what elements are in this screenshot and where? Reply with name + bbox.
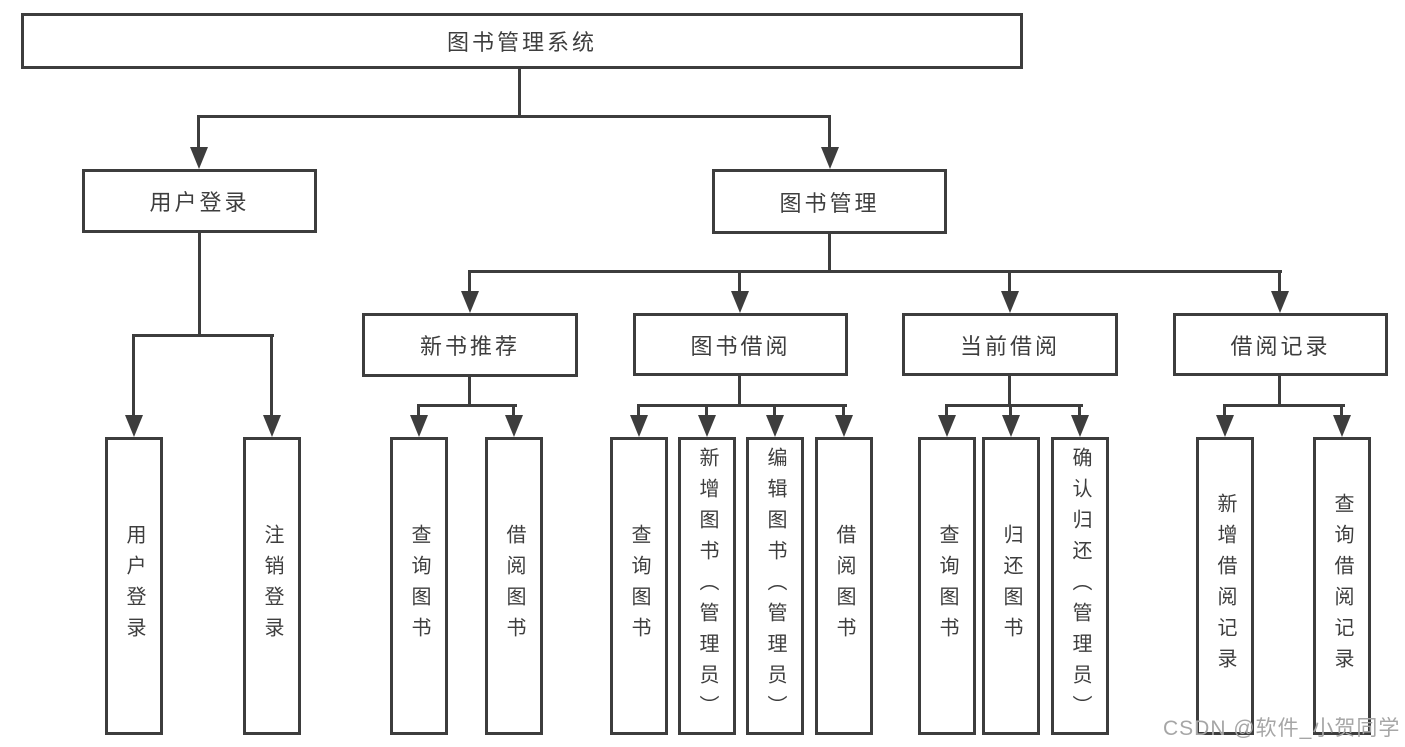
arrowhead-current-borrow bbox=[1001, 291, 1019, 313]
connector-drop-leaf bbox=[417, 404, 420, 422]
connector-book-borrow-rail bbox=[637, 404, 847, 407]
connector-drop-borrow-records bbox=[1278, 270, 1281, 296]
leaf-add-borrow-record: 新增借阅记录 bbox=[1196, 437, 1254, 735]
arrowhead-leaf bbox=[938, 415, 956, 437]
leaf-logout: 注销登录 bbox=[243, 437, 301, 735]
connector-root-stem bbox=[518, 69, 521, 118]
connector-borrow-records-stem bbox=[1278, 376, 1281, 406]
arrowhead-leaf bbox=[410, 415, 428, 437]
connector-new-book-rail bbox=[417, 404, 517, 407]
connector-drop-leaf bbox=[1009, 404, 1012, 422]
node-borrow-records: 借阅记录 bbox=[1173, 313, 1388, 376]
leaf-return-book: 归还图书 bbox=[982, 437, 1040, 735]
connector-drop-leaf bbox=[512, 404, 515, 422]
connector-drop-leaf-logout bbox=[270, 334, 273, 422]
leaf-edit-book-admin: 编辑图书（管理员） bbox=[746, 437, 804, 735]
connector-new-book-stem bbox=[468, 376, 471, 406]
leaf-query-books-recommend: 查询图书 bbox=[390, 437, 448, 735]
arrowhead-user-login bbox=[190, 147, 208, 169]
node-current-borrow: 当前借阅 bbox=[902, 313, 1118, 376]
node-user-login: 用户登录 bbox=[82, 169, 317, 233]
connector-drop-leaf bbox=[1078, 404, 1081, 422]
leaf-query-books-current: 查询图书 bbox=[918, 437, 976, 735]
connector-drop-leaf bbox=[1340, 404, 1343, 422]
arrowhead-leaf bbox=[630, 415, 648, 437]
watermark: CSDN @软件_小贺同学 bbox=[1163, 717, 1401, 740]
leaf-query-books-borrow: 查询图书 bbox=[610, 437, 668, 735]
connector-level3-rail bbox=[468, 270, 1282, 273]
connector-current-borrow-rail bbox=[945, 404, 1083, 407]
leaf-add-book-admin: 新增图书（管理员） bbox=[678, 437, 736, 735]
arrowhead-leaf bbox=[505, 415, 523, 437]
arrowhead-leaf bbox=[835, 415, 853, 437]
connector-drop-leaf bbox=[705, 404, 708, 422]
leaf-borrow-books-recommend: 借阅图书 bbox=[485, 437, 543, 735]
connector-drop-leaf-user-login bbox=[132, 334, 135, 422]
connector-drop-book-management bbox=[828, 115, 831, 151]
connector-drop-current-borrow bbox=[1008, 270, 1011, 296]
arrowhead-book-borrow bbox=[731, 291, 749, 313]
connector-drop-user-login bbox=[197, 115, 200, 151]
arrowhead-leaf bbox=[1216, 415, 1234, 437]
leaf-query-borrow-record: 查询借阅记录 bbox=[1313, 437, 1371, 735]
arrowhead-leaf bbox=[766, 415, 784, 437]
connector-book-management-stem bbox=[828, 234, 831, 273]
arrowhead-new-book bbox=[461, 291, 479, 313]
node-new-book-recommend: 新书推荐 bbox=[362, 313, 578, 377]
connector-drop-leaf bbox=[945, 404, 948, 422]
connector-drop-leaf bbox=[842, 404, 845, 422]
connector-drop-leaf bbox=[1223, 404, 1226, 422]
node-book-borrow: 图书借阅 bbox=[633, 313, 848, 376]
arrowhead-borrow-records bbox=[1271, 291, 1289, 313]
arrowhead-leaf-logout bbox=[263, 415, 281, 437]
arrowhead-leaf bbox=[1002, 415, 1020, 437]
connector-user-login-rail bbox=[132, 334, 274, 337]
connector-drop-leaf bbox=[773, 404, 776, 422]
connector-current-borrow-stem bbox=[1008, 376, 1011, 406]
connector-borrow-records-rail bbox=[1223, 404, 1345, 407]
leaf-borrow-books: 借阅图书 bbox=[815, 437, 873, 735]
connector-book-borrow-stem bbox=[738, 376, 741, 406]
connector-drop-new-book bbox=[468, 270, 471, 296]
connector-drop-leaf bbox=[637, 404, 640, 422]
arrowhead-book-management bbox=[821, 147, 839, 169]
leaf-confirm-return-admin: 确认归还（管理员） bbox=[1051, 437, 1109, 735]
arrowhead-leaf bbox=[1333, 415, 1351, 437]
leaf-user-login: 用户登录 bbox=[105, 437, 163, 735]
connector-drop-book-borrow bbox=[738, 270, 741, 296]
connector-level2-rail bbox=[197, 115, 831, 118]
arrowhead-leaf bbox=[1071, 415, 1089, 437]
arrowhead-leaf-user-login bbox=[125, 415, 143, 437]
connector-user-login-stem bbox=[198, 233, 201, 336]
node-root: 图书管理系统 bbox=[21, 13, 1023, 69]
arrowhead-leaf bbox=[698, 415, 716, 437]
node-book-management: 图书管理 bbox=[712, 169, 947, 234]
